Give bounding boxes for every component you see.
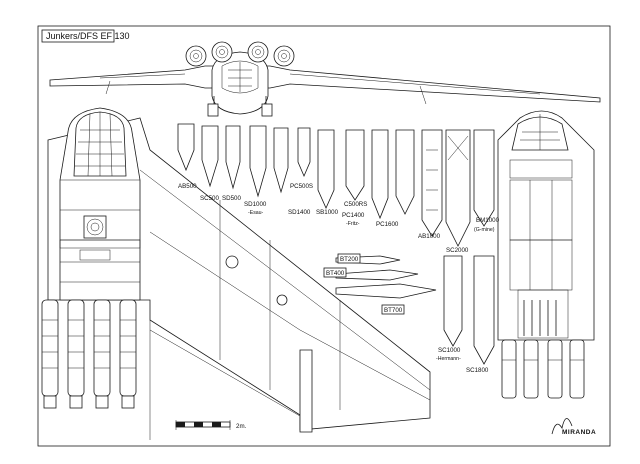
scale-bar: 2m. xyxy=(175,420,247,430)
front-view xyxy=(49,41,601,117)
nacelles-plan xyxy=(41,299,137,409)
bomb-drawings xyxy=(177,123,495,365)
title: Junkers/DFS EF 130 xyxy=(46,31,130,41)
bomb-label-c500rs: C500RS xyxy=(344,201,367,208)
title-block: Junkers/DFS EF 130 xyxy=(41,29,130,43)
bomb-note-sd1000: -Esau- xyxy=(248,210,264,216)
bomb-label-bt400: BT400 xyxy=(326,270,345,277)
bomb-label-ab500: AB500 xyxy=(178,183,197,190)
scale-label: 2m. xyxy=(236,423,247,430)
bomb-label-pc500s: PC500S xyxy=(290,183,313,190)
bomb-note-pc1400: -Fritz- xyxy=(346,221,360,227)
bomb-note-bm1000: (G-mine) xyxy=(474,227,495,233)
sheet-border xyxy=(37,25,611,447)
bomb-label-sc1000: SC1000 xyxy=(438,347,461,354)
signature-text: MIRANDA xyxy=(562,429,596,436)
bomb-label-sd1000: SD1000 xyxy=(244,201,267,208)
bomb-label-bt200: BT200 xyxy=(340,256,359,263)
bomb-label-sd500: SD500 xyxy=(222,195,241,202)
bomb-label-pc1600: PC1600 xyxy=(376,221,399,228)
bomb-label-sc500: SC500 xyxy=(200,195,219,202)
bomb-label-ab1000: AB1000 xyxy=(418,233,441,240)
bomb-label-sc1800: SC1800 xyxy=(466,367,489,374)
bomb-labels: AB500 SC500 SD500 SD1000 -Esau- PC500S S… xyxy=(178,183,500,374)
bomb-label-sc2000: SC2000 xyxy=(446,247,469,254)
bomb-label-bt700: BT700 xyxy=(384,307,403,314)
bomb-label-sb1000: SB1000 xyxy=(316,209,339,216)
bomb-label-sd1400: SD1400 xyxy=(288,209,311,216)
bomb-label-pc1400: PC1400 xyxy=(342,212,365,219)
fuselage-side xyxy=(497,110,595,399)
bomb-label-bm1000: BM1000 xyxy=(476,217,500,224)
bomb-note-sc1000: -Hermann- xyxy=(436,356,461,362)
signature: MIRANDA xyxy=(551,418,596,436)
plan-view xyxy=(41,107,431,440)
